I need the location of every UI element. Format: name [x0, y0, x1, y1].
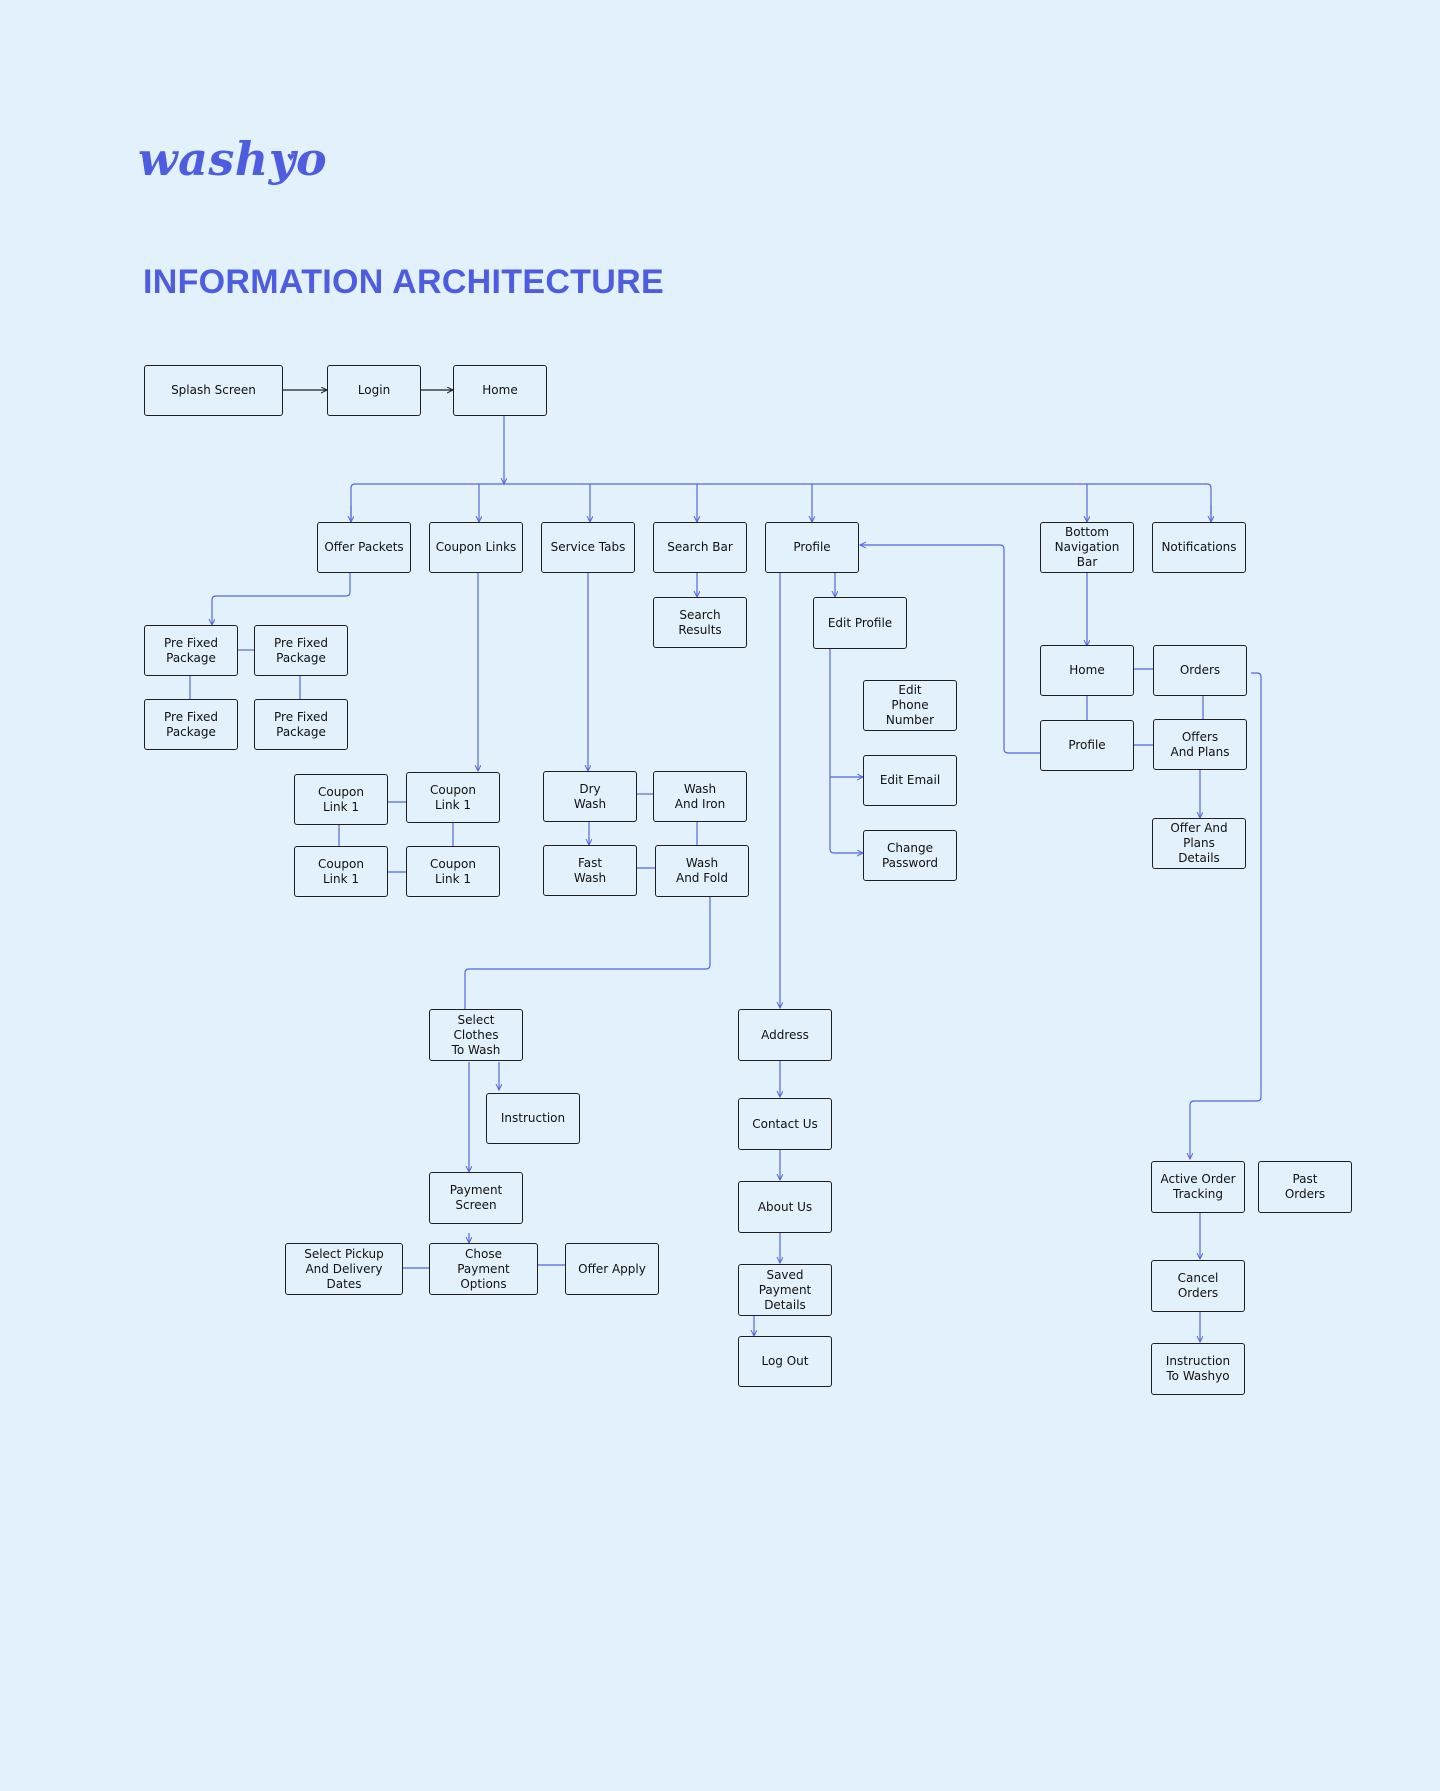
brand-logo: washyo [138, 132, 328, 186]
pre-fixed-package-node: Pre Fixed Package [144, 625, 238, 676]
coupon-link-node: Coupon Link 1 [294, 846, 388, 897]
payment-options-node: Chose Payment Options [429, 1243, 538, 1295]
pre-fixed-package-node: Pre Fixed Package [254, 699, 348, 750]
notifications-node: Notifications [1152, 522, 1246, 573]
wash-and-fold-node: Wash And Fold [655, 845, 749, 897]
pre-fixed-package-node: Pre Fixed Package [254, 625, 348, 676]
page-title: INFORMATION ARCHITECTURE [143, 263, 664, 301]
instruction-node: Instruction [486, 1093, 580, 1144]
past-orders-node: Past Orders [1258, 1161, 1352, 1213]
saved-payment-details-node: Saved Payment Details [738, 1264, 832, 1316]
coupon-link-node: Coupon Link 1 [406, 846, 500, 897]
coupon-link-node: Coupon Link 1 [294, 774, 388, 825]
service-tabs-node: Service Tabs [541, 522, 635, 573]
bottom-navigation-bar-node: Bottom Navigation Bar [1040, 522, 1134, 573]
coupon-links-node: Coupon Links [429, 522, 523, 573]
wash-and-iron-node: Wash And Iron [653, 771, 747, 822]
instruction-to-washyo-node: Instruction To Washyo [1151, 1343, 1245, 1395]
offers-and-plans-node: Offers And Plans [1153, 719, 1247, 770]
change-password-node: Change Password [863, 830, 957, 881]
coupon-link-node: Coupon Link 1 [406, 772, 500, 823]
nav-orders-node: Orders [1153, 645, 1247, 696]
nav-home-node: Home [1040, 645, 1134, 696]
edit-profile-node: Edit Profile [813, 597, 907, 649]
edit-email-node: Edit Email [863, 755, 957, 806]
payment-screen-node: Payment Screen [429, 1172, 523, 1224]
offer-apply-node: Offer Apply [565, 1243, 659, 1295]
address-node: Address [738, 1009, 832, 1061]
search-bar-node: Search Bar [653, 522, 747, 573]
login-node: Login [327, 365, 421, 416]
profile-node: Profile [765, 522, 859, 573]
select-clothes-node: Select Clothes To Wash [429, 1009, 523, 1061]
offer-and-plans-details-node: Offer And Plans Details [1152, 818, 1246, 869]
search-results-node: Search Results [653, 597, 747, 648]
offer-packets-node: Offer Packets [317, 522, 411, 573]
nav-profile-node: Profile [1040, 720, 1134, 771]
contact-us-node: Contact Us [738, 1098, 832, 1150]
splash-screen-node: Splash Screen [144, 365, 283, 416]
home-node: Home [453, 365, 547, 416]
log-out-node: Log Out [738, 1336, 832, 1387]
active-order-tracking-node: Active Order Tracking [1151, 1161, 1245, 1213]
pre-fixed-package-node: Pre Fixed Package [144, 699, 238, 750]
cancel-orders-node: Cancel Orders [1151, 1260, 1245, 1312]
edit-phone-number-node: Edit Phone Number [863, 680, 957, 731]
dry-wash-node: Dry Wash [543, 771, 637, 822]
select-pickup-dates-node: Select Pickup And Delivery Dates [285, 1243, 403, 1295]
about-us-node: About Us [738, 1181, 832, 1233]
heart-icon: ♥ [287, 149, 295, 164]
fast-wash-node: Fast Wash [543, 845, 637, 896]
